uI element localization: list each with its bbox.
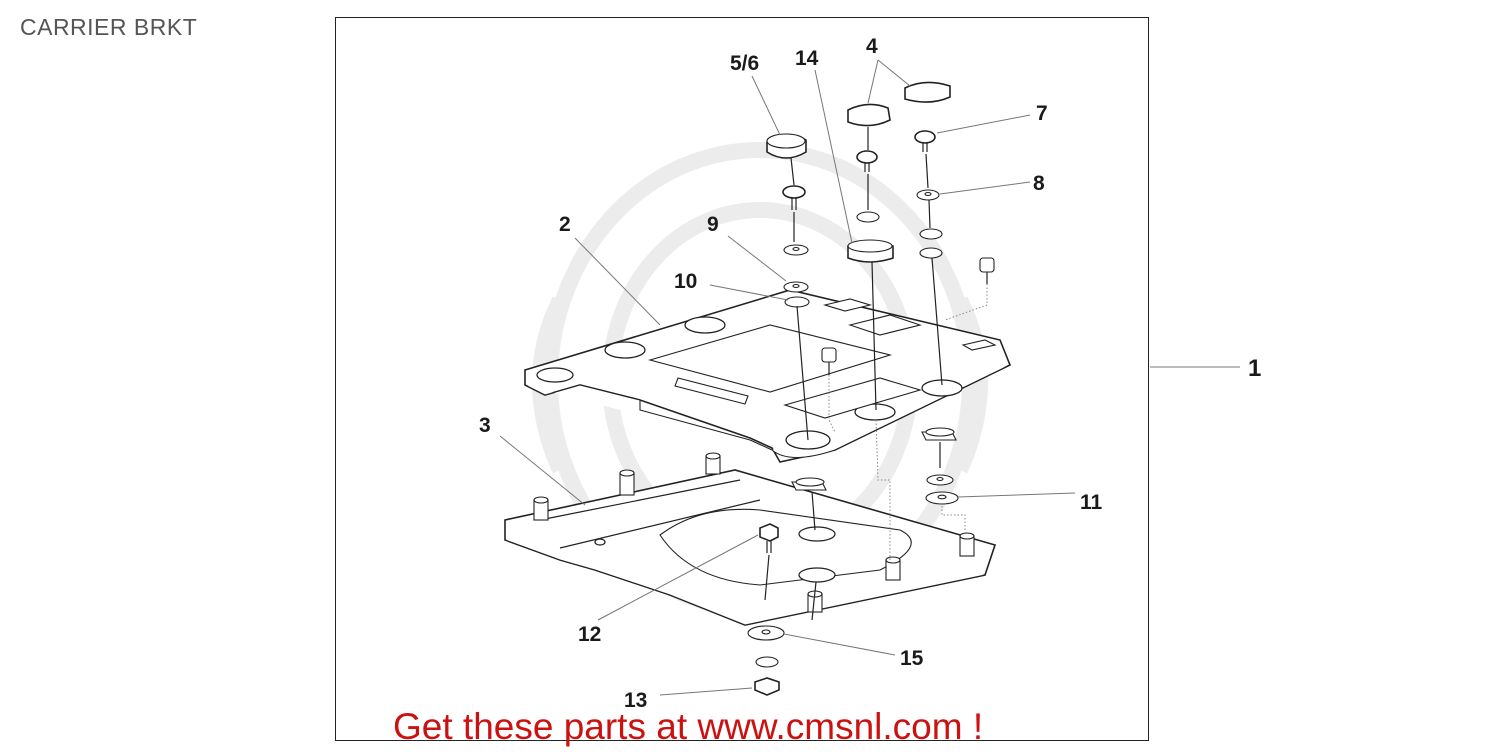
callout-15: 15 bbox=[900, 647, 924, 670]
diagram-frame bbox=[335, 17, 1149, 741]
callout-10: 10 bbox=[674, 270, 697, 293]
leader-5-6 bbox=[751, 75, 781, 136]
callout-8: 8 bbox=[1033, 172, 1045, 195]
leader-4 bbox=[867, 59, 911, 104]
washer bbox=[755, 656, 779, 668]
callout-12: 12 bbox=[578, 623, 601, 646]
callout-9: 9 bbox=[707, 213, 719, 236]
bolt bbox=[782, 185, 806, 210]
nut-part-13 bbox=[754, 677, 780, 696]
page-title: CARRIER BRKT bbox=[20, 14, 198, 40]
rubber-mount-right bbox=[921, 427, 957, 441]
boss bbox=[705, 452, 721, 475]
cap-part-4-right bbox=[904, 81, 951, 103]
washer-part-10b bbox=[784, 296, 810, 308]
washer-part-10a bbox=[783, 281, 809, 293]
callout-2: 2 bbox=[559, 213, 571, 236]
boss bbox=[885, 556, 901, 581]
leader-13 bbox=[659, 687, 753, 696]
leader-2 bbox=[574, 237, 661, 326]
leader-9 bbox=[727, 235, 787, 282]
bolt-part-12 bbox=[759, 523, 779, 553]
leader-15 bbox=[783, 633, 896, 656]
pin-stud bbox=[944, 257, 995, 321]
parts-shop-link[interactable]: Get these parts at www.cmsnl.com ! bbox=[393, 706, 984, 747]
washer bbox=[919, 228, 943, 240]
bolt bbox=[856, 150, 878, 172]
cap-part-4-left bbox=[847, 103, 891, 127]
callout-11: 11 bbox=[1080, 491, 1103, 514]
spacer-part-14 bbox=[847, 239, 894, 263]
callout-14: 14 bbox=[795, 47, 819, 70]
washer bbox=[919, 247, 943, 259]
bolt-part-7 bbox=[914, 130, 936, 152]
washer-part-9 bbox=[783, 244, 809, 256]
leader-11 bbox=[957, 492, 1076, 498]
leader-12 bbox=[597, 534, 759, 621]
boss bbox=[619, 469, 635, 496]
boss bbox=[533, 496, 549, 521]
washer bbox=[856, 211, 880, 223]
callout-5-6: 5/6 bbox=[730, 52, 759, 75]
base-plate-part-3 bbox=[504, 452, 997, 626]
callout-1: 1 bbox=[1248, 355, 1261, 382]
callout-7: 7 bbox=[1036, 102, 1048, 125]
boss bbox=[959, 532, 975, 557]
leader-10 bbox=[709, 284, 789, 301]
leader-7 bbox=[936, 114, 1031, 134]
leader-14 bbox=[814, 69, 853, 244]
knob-part-5-6 bbox=[766, 133, 807, 159]
callout-3: 3 bbox=[479, 414, 491, 437]
rubber-mount-left bbox=[791, 477, 827, 491]
leader-3 bbox=[499, 435, 586, 506]
callout-13: 13 bbox=[624, 689, 647, 712]
callout-4: 4 bbox=[866, 35, 878, 58]
washer-part-15 bbox=[747, 625, 785, 641]
washer-part-8 bbox=[916, 189, 940, 201]
leader-8 bbox=[939, 181, 1031, 195]
washer-part-11b bbox=[925, 491, 959, 505]
washer-part-11a bbox=[926, 474, 954, 486]
carrier-plate-part-2 bbox=[524, 289, 1012, 463]
pin-stud bbox=[821, 347, 837, 433]
